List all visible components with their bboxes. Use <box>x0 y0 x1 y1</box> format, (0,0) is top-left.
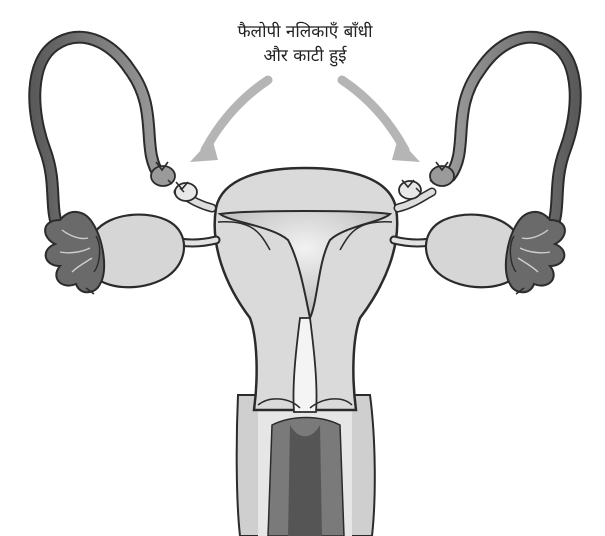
right-fallopian-tube <box>398 37 575 232</box>
uterus <box>215 168 398 412</box>
caption-label: फैलोपी नलिकाएँ बाँधी और काटी हुई <box>195 20 415 68</box>
vagina <box>237 395 375 536</box>
caption-line-2: और काटी हुई <box>195 44 415 68</box>
left-fimbriae <box>45 212 104 294</box>
left-ligation-site <box>151 162 197 201</box>
left-pointer-arrow <box>190 80 268 162</box>
left-fallopian-tube <box>35 37 212 232</box>
right-fimbriae <box>506 212 565 294</box>
right-pointer-arrow <box>342 80 420 162</box>
caption-line-1: फैलोपी नलिकाएँ बाँधी <box>195 20 415 44</box>
